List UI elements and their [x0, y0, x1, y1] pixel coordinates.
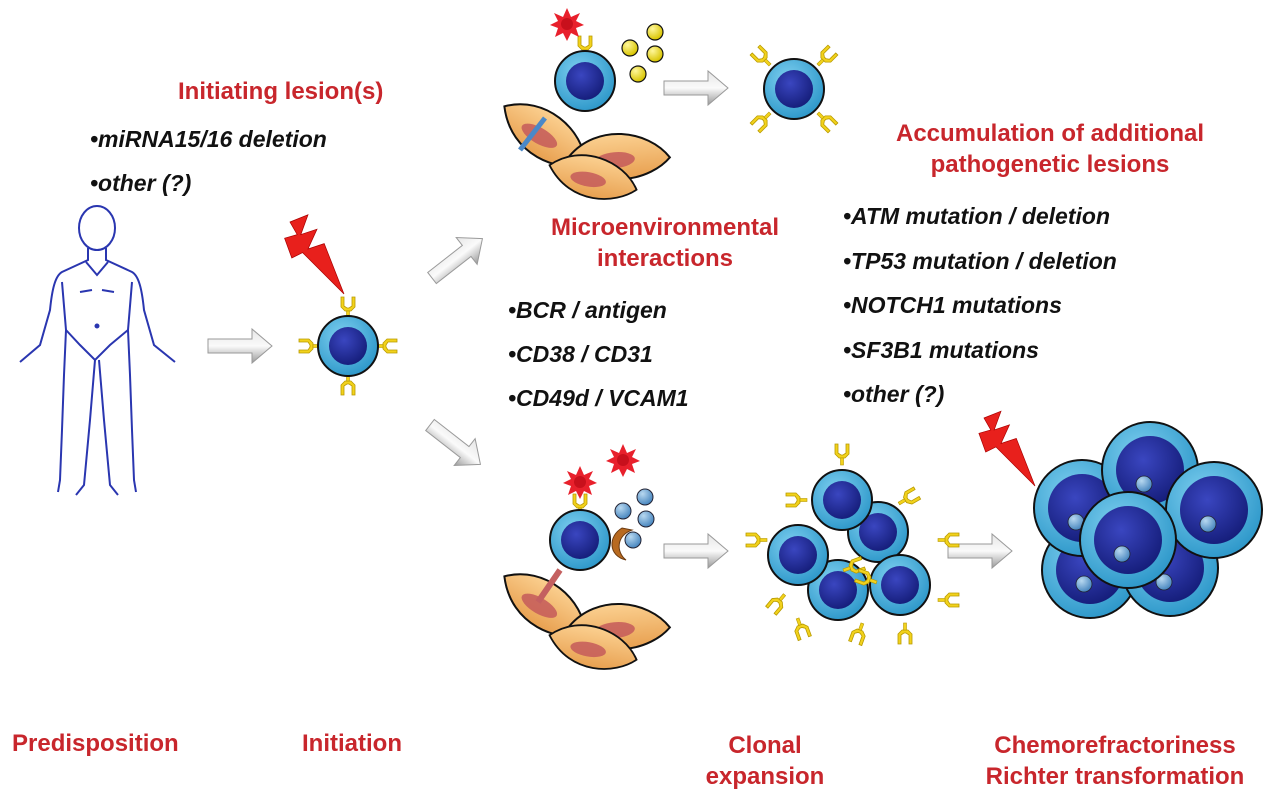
- stage-initiation: Initiation: [302, 730, 402, 757]
- stage-predisposition: Predisposition: [12, 730, 179, 757]
- stromal-cells-bottom: [489, 559, 673, 677]
- stage-clonal-expansion: Clonal expansion: [690, 730, 840, 792]
- microenvironment-heading: Microenvironmental interactions: [545, 212, 785, 274]
- arrow-predisposition-to-initiation: [207, 328, 273, 364]
- microenvironment-heading-line2: interactions: [596, 245, 734, 272]
- stage-clonal-line1: Clonal: [728, 732, 802, 759]
- microenvironment-item-1: •BCR / antigen: [508, 297, 667, 323]
- arrow-to-clonal-expansion: [663, 533, 729, 569]
- arrow-top-right: [663, 70, 729, 106]
- b-cell-bottom-microenvironment: [549, 444, 655, 571]
- arrow-to-microenvironment-top: [421, 224, 494, 292]
- accumulation-heading-line1: Accumulation of additional: [895, 120, 1204, 147]
- stage-clonal-line2: expansion: [705, 763, 825, 790]
- lightning-bolt-icon-2: [978, 410, 1036, 487]
- stage-chemo-line2: Richter transformation: [985, 763, 1245, 790]
- accumulation-heading-line2: pathogenetic lesions: [930, 151, 1170, 178]
- stage-chemo-line1: Chemorefractoriness: [994, 732, 1236, 759]
- accumulation-item-5: •other (?): [843, 381, 945, 407]
- microenvironment-item-3: •CD49d / VCAM1: [508, 385, 689, 411]
- b-cell-top-right: [749, 44, 839, 134]
- stage-chemorefractoriness-richter: Chemorefractoriness Richter transformati…: [960, 730, 1270, 792]
- arrow-to-microenvironment-bottom: [419, 411, 492, 479]
- human-body-icon: [19, 205, 176, 496]
- accumulation-item-2: •TP53 mutation / deletion: [843, 248, 1117, 274]
- initiated-b-cell: [298, 296, 398, 396]
- accumulation-heading: Accumulation of additional pathogenetic …: [860, 118, 1240, 180]
- microenvironment-heading-line1: Microenvironmental: [550, 214, 780, 241]
- accumulation-item-3: •NOTCH1 mutations: [843, 292, 1062, 318]
- microenvironment-item-2: •CD38 / CD31: [508, 341, 653, 367]
- lightning-bolt-icon: [284, 214, 345, 295]
- accumulation-item-4: •SF3B1 mutations: [843, 337, 1039, 363]
- accumulation-item-1: •ATM mutation / deletion: [843, 203, 1110, 229]
- clonal-expansion-cluster: [745, 443, 960, 646]
- initiating-item-1: •miRNA15/16 deletion: [90, 126, 327, 152]
- b-cell-top-microenvironment: [550, 8, 664, 112]
- initiating-lesions-heading: Initiating lesion(s): [178, 78, 384, 105]
- arrow-to-richter: [947, 533, 1013, 569]
- richter-cell-cluster: [1033, 421, 1263, 619]
- initiating-item-2: •other (?): [90, 170, 192, 196]
